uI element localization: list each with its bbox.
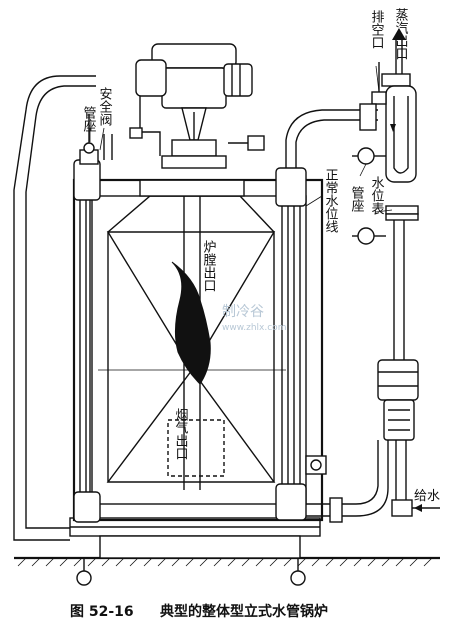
label-pipe-seat-left: 管座 bbox=[81, 106, 97, 133]
furnace-chamber bbox=[98, 179, 286, 483]
right-side-nozzle bbox=[305, 455, 327, 475]
lifting-hooks bbox=[76, 558, 306, 586]
label-water-level-gauge: 水位表 bbox=[369, 176, 385, 215]
left-header-column bbox=[73, 159, 101, 523]
right-header-column bbox=[275, 167, 307, 521]
feed-water-system bbox=[306, 220, 440, 523]
figure-caption-number: 图 52-16 bbox=[70, 604, 134, 620]
steam-riser-pipe bbox=[285, 109, 378, 168]
watermark-url: www.zhlx.com bbox=[222, 323, 286, 333]
label-flue-gas-outlet: 烟气出口 bbox=[173, 408, 189, 460]
ground bbox=[14, 556, 440, 567]
safety-valve bbox=[79, 114, 113, 165]
boiler-base bbox=[69, 517, 321, 559]
water-level-gauge bbox=[352, 147, 419, 245]
label-feed-water: 给水 bbox=[414, 489, 440, 504]
flame-shape bbox=[171, 261, 211, 385]
label-normal-water-level: 正常水位线 bbox=[323, 168, 339, 233]
figure-caption-title: 典型的整体型立式水管锅炉 bbox=[160, 603, 328, 620]
leader-lines bbox=[89, 65, 393, 213]
steam-separator bbox=[359, 28, 417, 183]
left-downcomer-pipe bbox=[13, 75, 96, 541]
label-vent: 排空口 bbox=[369, 10, 385, 49]
label-pipe-seat-right: 管座 bbox=[349, 186, 365, 213]
label-furnace-outlet: 炉膛出口 bbox=[201, 240, 217, 292]
label-safety-valve: 安全阀 bbox=[97, 87, 113, 126]
watermark-main: 制冷谷 bbox=[222, 304, 264, 320]
label-steam-outlet: 蒸汽出口 bbox=[393, 8, 409, 60]
burner-fan-assembly bbox=[129, 43, 265, 169]
